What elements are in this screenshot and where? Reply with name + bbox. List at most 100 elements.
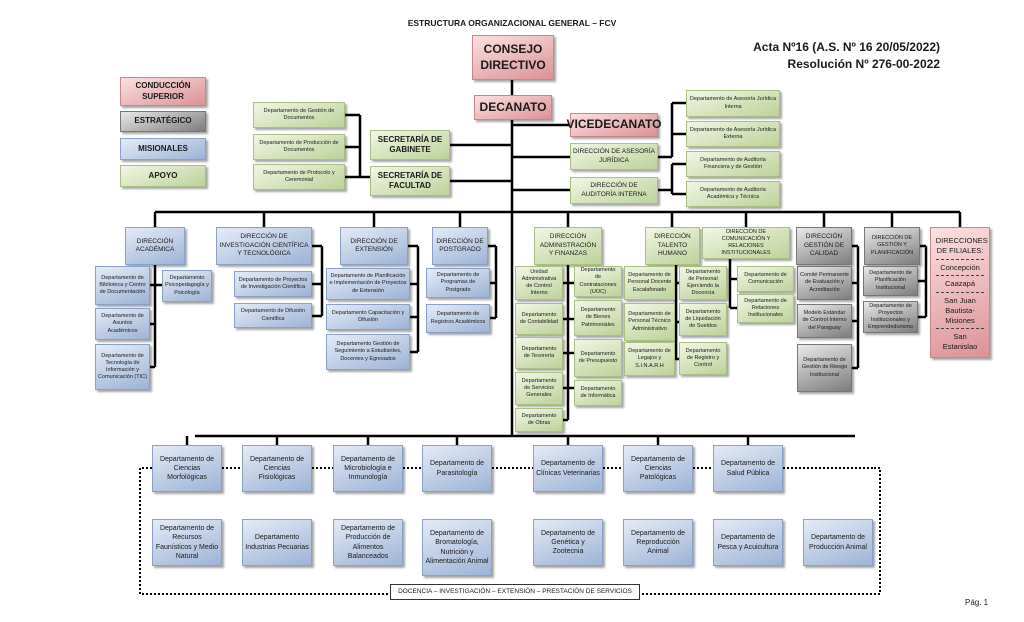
direccion-gestion-planificacion-label: DIRECCIÓN DE GESTIÓN Y PLANIFICACIÓN: [870, 235, 914, 256]
department-row1-label: Departamento de Ciencias Morfológicas: [159, 455, 215, 482]
dept: Departamento de Legajos y S.I.N.A.R.H: [624, 342, 675, 376]
consejo-directivo-label: CONSEJO DIRECTIVO: [480, 41, 546, 72]
department-row1: Departamento de Clínicas Veterinarias: [533, 445, 603, 492]
filial-item: Caazapá: [935, 276, 985, 293]
dept-label: Departamento de Difusión Científica: [241, 308, 305, 322]
dept: Departamento de Personal Técnico Adminis…: [624, 303, 675, 341]
dept-label: Departamento de Bienes Patrimoniales: [580, 307, 616, 328]
dept-label: Departamento de Personal Docente Escalaf…: [627, 272, 672, 293]
department-row1-label: Departamento de Microbiología e Inmunolo…: [340, 455, 396, 482]
legend-conduccion-superior-label: CONDUCCIÓN SUPERIOR: [135, 81, 191, 101]
department-row2-label: Departamento de Recursos Faunísticos y M…: [155, 525, 219, 560]
dept: Departamento de Relaciones Institucional…: [737, 294, 794, 323]
vicedecanato: VICEDECANATO: [567, 113, 661, 137]
department-row2-label: Departamento de Producción de Alimentos …: [340, 525, 396, 560]
dept-auditoria-academica: Departamento de Auditoría Académica y Té…: [686, 181, 780, 207]
department-row2-label: Departamento de Bromatología, Nutrición …: [425, 530, 489, 565]
dept: Departamento de Personal Ejerciendo la D…: [679, 266, 727, 300]
department-row1-label: Departamento de Ciencias Fisiológicas: [249, 455, 305, 482]
dept-label: Unidad Administrativa de Control Interno: [521, 268, 557, 297]
department-row1: Departamento de Ciencias Morfológicas: [152, 445, 222, 492]
dept-asesoria-externa-label: Departamento de Asesoría Jurídica Extern…: [689, 126, 777, 140]
legend-apoyo: APOYO: [120, 165, 206, 187]
department-row2-label: Departamento de Genética y Zootecnia: [540, 529, 596, 556]
department-row2: Departamento de Reproducción Animal: [623, 519, 693, 566]
department-row1: Departamento de Salud Pública: [713, 445, 783, 492]
direccion-comunicacion-label: DIRECCIÓN DE COMUNICACIÓN Y RELACIONES I…: [721, 228, 771, 257]
department-row1: Departamento de Parasitología: [422, 445, 492, 492]
department-row1: Departamento de Ciencias Patológicas: [623, 445, 693, 492]
direccion-auditoria-interna-label: DIRECCIÓN DE AUDITORÍA INTERNA: [581, 182, 647, 198]
dept: Departamento de Registro y Control: [679, 342, 727, 375]
filiales-title: DIRECCIONES DE FILIALES:: [935, 233, 988, 260]
dept: Departamento de Proyectos de Investigaci…: [234, 271, 312, 297]
department-row1: Departamento de Ciencias Fisiológicas: [242, 445, 312, 492]
department-row1-label: Departamento de Ciencias Patológicas: [630, 455, 686, 482]
dept-protocolo-label: Departamento de Protocolo y Ceremonial: [263, 169, 335, 183]
dept-protocolo: Departamento de Protocolo y Ceremonial: [253, 164, 345, 190]
dept: Departamento de Difusión Científica: [234, 303, 312, 328]
dept-label: Comité Permanente de Evaluación y Acredi…: [800, 272, 849, 293]
dept: Departamento de Tesorería: [515, 337, 563, 369]
dept-label: Departamento de Servicios Generales: [521, 377, 557, 399]
dept-label: Departamento de Gestión de Riesgo Instit…: [801, 357, 848, 378]
legend-misionales-label: MISIONALES: [138, 143, 188, 153]
secretaria-facultad: SECRETARÍA DE FACULTAD: [370, 166, 450, 196]
dept-label: Departamento Capacitación y Difusión: [331, 309, 405, 323]
department-row2: Departamento de Producción de Alimentos …: [333, 519, 403, 566]
dept-produccion-documentos: Departamento de Producción de Documentos: [253, 134, 345, 160]
dept-label: Departamento de Presupuesto: [578, 350, 618, 364]
dept: Departamento de Servicios Generales: [515, 372, 563, 405]
dept: Departamento de Liquidación de Sueldos: [679, 303, 727, 336]
secretaria-gabinete-label: SECRETARÍA DE GABINETE: [377, 134, 443, 154]
direccion-extension: DIRECCIÓN DE EXTENSIÓN: [340, 227, 408, 265]
dept-label: Departamento de Registro y Control: [685, 347, 721, 369]
vicedecanato-label: VICEDECANATO: [566, 117, 662, 132]
consejo-directivo: CONSEJO DIRECTIVO: [472, 35, 554, 80]
department-row2-label: Departamento de Pesca y Acuicultura: [717, 534, 779, 551]
dept: Departamento Psicopedagogía y Psicología: [162, 270, 212, 302]
dept-label: Departamento de Comunicación: [744, 271, 787, 285]
dept-label: Departamento de Biblioteca y Centro de D…: [99, 274, 146, 296]
dept: Departamento de Planificación Institucio…: [863, 266, 918, 296]
department-row2: Departamento de Pesca y Acuicultura: [713, 519, 783, 566]
dept: Departamento de Tecnología de Informació…: [95, 344, 150, 390]
dept-label: Departamento de Personal Técnico Adminis…: [628, 311, 671, 332]
dept-gestion-documentos: Departamento de Gestión de Documentos: [253, 102, 345, 128]
dept-auditoria-financiera-label: Departamento de Auditoría Financiera y d…: [700, 156, 766, 170]
department-row1-label: Departamento de Clínicas Veterinarias: [536, 460, 600, 477]
dept: Unidad Administrativa de Control Interno: [515, 266, 563, 300]
filial-item: San Estanislao: [942, 332, 978, 351]
dept: Departamento de Contrataciones (UOC): [574, 266, 622, 297]
direccion-administracion-finanzas: DIRECCIÓN ADMINISTRACIÓN Y FINANZAS: [534, 227, 602, 265]
direccion-investigacion-label: DIRECCIÓN DE INVESTIGACIÓN CIENTÍFICA Y …: [219, 233, 309, 258]
department-row2: Departamento de Recursos Faunísticos y M…: [152, 519, 222, 566]
department-row2-label: Departamento Industrias Pecuarias: [245, 534, 309, 551]
dept-label: Departamento de Proyectos de Investigaci…: [238, 276, 308, 290]
dept-produccion-documentos-label: Departamento de Producción de Documentos: [259, 139, 339, 153]
dept: Departamento Gestión de Seguimiento a Es…: [326, 334, 410, 370]
dept-label: Departamento de Relaciones Institucional…: [744, 297, 787, 319]
secretaria-facultad-label: SECRETARÍA DE FACULTAD: [377, 170, 443, 190]
dept-label: Departamento de Tesorería: [521, 345, 557, 359]
footer-text: DOCENCIA – INVESTIGACIÓN – EXTENSIÓN – P…: [398, 587, 632, 595]
dept-auditoria-financiera: Departamento de Auditoría Financiera y d…: [686, 151, 780, 177]
direccion-gestion-calidad: DIRECCIÓN GESTIÓN DE CALIDAD: [796, 227, 852, 265]
dept: Departamento de Bienes Patrimoniales: [574, 300, 622, 336]
dept-label: Departamento de Proyectos Institucionale…: [868, 302, 913, 331]
legend-conduccion-superior: CONDUCCIÓN SUPERIOR: [120, 77, 206, 106]
direccion-asesoria-juridica: DIRECCIÓN DE ASESORÍA JURÍDICA: [570, 143, 658, 170]
dept: Departamento de Planificación e Implemen…: [326, 268, 410, 300]
dept-label: Departamento de Liquidación de Sueldos: [685, 308, 721, 330]
dept: Departamento de Presupuesto: [574, 339, 622, 377]
decanato-label: DECANATO: [479, 99, 547, 114]
department-row2: Departamento de Genética y Zootecnia: [533, 519, 603, 566]
dept-label: Departamento de Planificación e Implemen…: [329, 273, 407, 294]
filial-item: Concepción: [935, 260, 985, 277]
direccion-asesoria-juridica-label: DIRECCIÓN DE ASESORÍA JURÍDICA: [573, 148, 655, 164]
legend-estrategico-label: ESTRATÉGICO: [134, 116, 192, 126]
dept: Departamento Capacitación y Difusión: [326, 304, 410, 330]
direccion-talento-humano: DIRECCIÓN TALENTO HUMANO: [645, 227, 700, 265]
